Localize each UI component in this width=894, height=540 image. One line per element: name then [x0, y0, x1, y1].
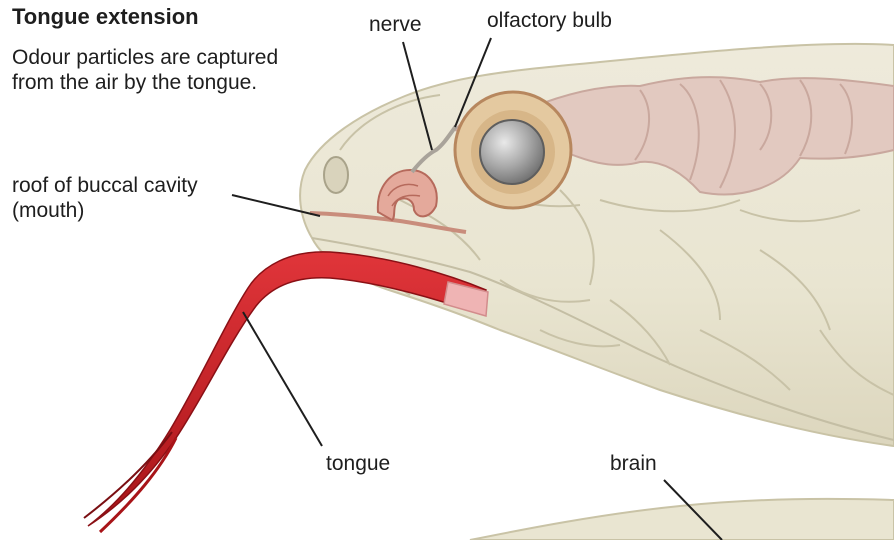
- description-line-2: from the air by the tongue.: [12, 71, 278, 96]
- label-tongue: tongue: [326, 452, 390, 477]
- label-nerve: nerve: [369, 13, 422, 38]
- label-olfactory-bulb: olfactory bulb: [487, 9, 612, 34]
- description-line-1: Odour particles are captured: [12, 46, 278, 71]
- figure-description: Odour particles are captured from the ai…: [12, 46, 278, 96]
- tongue: [84, 252, 488, 532]
- label-roof-of-buccal-cavity: roof of buccal cavity (mouth): [12, 174, 198, 224]
- nostril: [324, 157, 348, 193]
- second-snake-head: [470, 499, 894, 540]
- leader-tongue: [243, 312, 322, 446]
- eye-pupil: [480, 120, 544, 184]
- label-roof-line-2: (mouth): [12, 199, 198, 224]
- figure-title: Tongue extension: [12, 4, 199, 30]
- label-roof-line-1: roof of buccal cavity: [12, 174, 198, 199]
- label-brain: brain: [610, 452, 657, 477]
